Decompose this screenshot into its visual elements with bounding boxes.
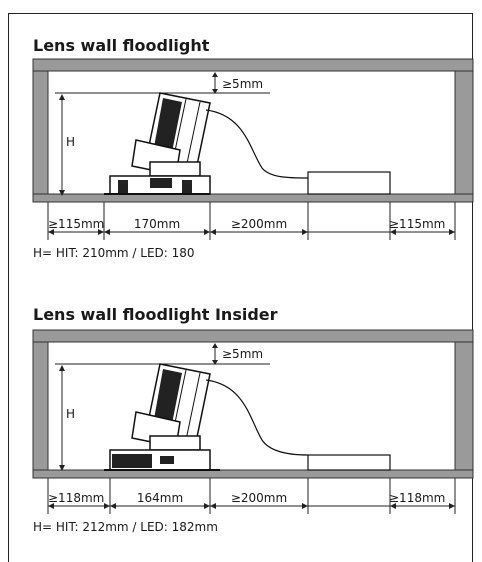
dim-right-clearance: ≥115mm [389, 217, 445, 231]
height-label: H [66, 135, 75, 149]
height-note: H= HIT: 210mm / LED: 180 [33, 246, 195, 260]
dim-driver-distance: ≥200mm [231, 217, 287, 231]
power-cable [205, 109, 309, 179]
dim-left-clearance: ≥118mm [48, 491, 104, 505]
height-label: H [66, 407, 75, 421]
height-note: H= HIT: 212mm / LED: 182mm [33, 520, 218, 534]
dim-driver-distance: ≥200mm [231, 491, 287, 505]
luminaire-drawing [104, 92, 211, 195]
dim-left-clearance: ≥115mm [48, 217, 104, 231]
ceiling-slab [32, 329, 474, 343]
driver-box [307, 171, 391, 195]
left-wall [32, 341, 49, 471]
dim-cutout: 170mm [134, 217, 180, 231]
dim-cutout: 164mm [137, 491, 183, 505]
clearance-label: ≥5mm [222, 347, 263, 361]
section-title-lens-wall-floodlight: Lens wall floodlight [33, 36, 210, 55]
power-cable [205, 379, 309, 456]
section-title-lens-wall-floodlight-insider: Lens wall floodlight Insider [33, 305, 278, 324]
dim-right-clearance: ≥118mm [389, 491, 445, 505]
outer-frame [8, 13, 473, 562]
false-ceiling [32, 469, 474, 479]
false-ceiling [32, 193, 474, 203]
ceiling-slab [32, 58, 474, 72]
clearance-label: ≥5mm [222, 77, 263, 91]
right-wall [454, 341, 474, 471]
driver-box [307, 454, 391, 471]
luminaire-drawing [104, 363, 220, 471]
